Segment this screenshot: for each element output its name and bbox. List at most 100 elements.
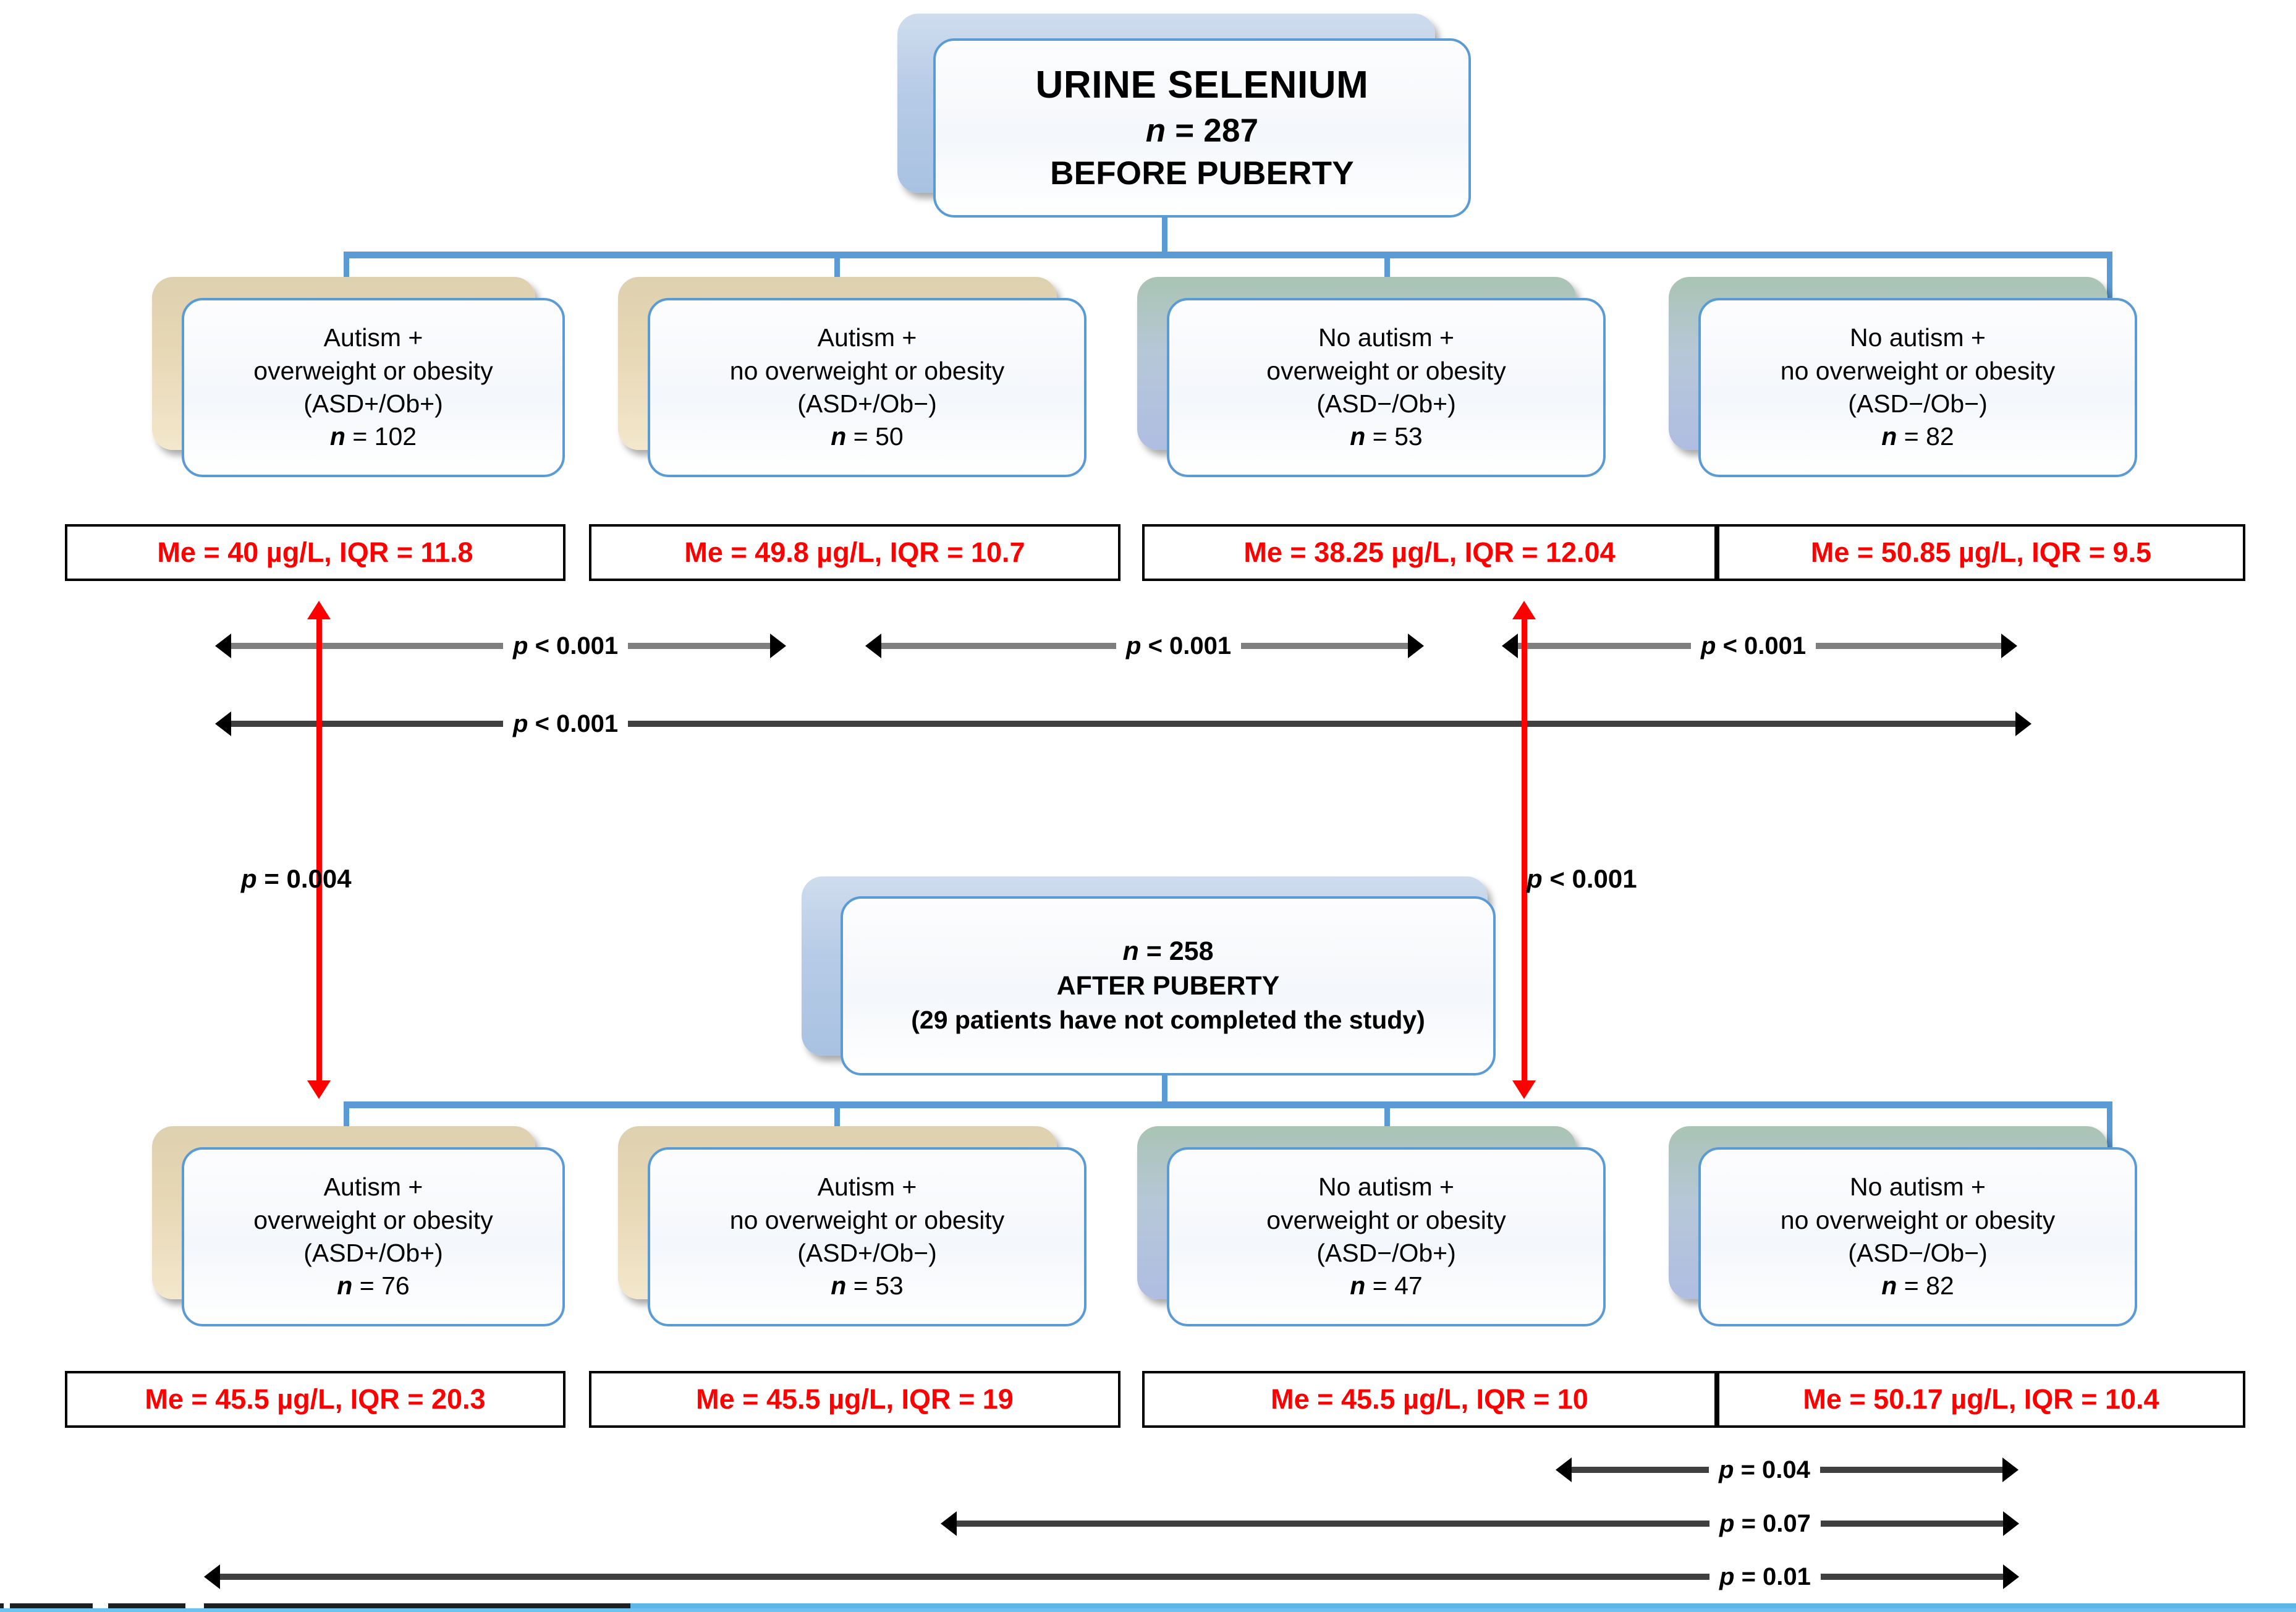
before-group-3-asd-minus-ob-plus: No autism + overweight or obesity (ASD−/…: [1167, 298, 1606, 477]
arrow-right-head-icon: [2002, 1564, 2019, 1589]
group-line-2: overweight or obesity: [1266, 1205, 1506, 1234]
before-arrow-1-2: p < 0.001: [215, 632, 859, 660]
group-line-1: No autism +: [1318, 1173, 1454, 1202]
after-stat-box-2: Me = 45.5 µg/L, IQR = 19: [589, 1371, 1120, 1428]
group-n: n = 82: [1881, 1271, 1954, 1300]
group-line-2: no overweight or obesity: [729, 1205, 1005, 1234]
vertical-arrow-left-p-label: p = 0.004: [241, 864, 352, 893]
vertical-arrow-right-line: [1522, 618, 1527, 1082]
group-line-1: No autism +: [1318, 323, 1454, 352]
group-code: (ASD+/Ob+): [303, 1239, 443, 1267]
p-label: p = 0.07: [1719, 1509, 1811, 1537]
arrow-right-head-icon: [770, 634, 787, 658]
connector-top-drop-2: [834, 252, 840, 301]
top-node-n: n = 287: [1145, 112, 1259, 150]
arrow-left-head-icon: [215, 711, 231, 736]
before-group-4-asd-minus-ob-minus: No autism + no overweight or obesity (AS…: [1698, 298, 2137, 477]
group-code: (ASD+/Ob−): [797, 389, 937, 418]
after-group-2-asd-plus-ob-minus: Autism + no overweight or obesity (ASD+/…: [648, 1147, 1087, 1326]
arrow-right-head-icon: [2015, 711, 2032, 736]
connector-top-bus: [344, 252, 2112, 258]
page-bottom-strip-highlight: [0, 1608, 2296, 1612]
group-line-1: Autism +: [323, 1173, 423, 1202]
arrow-left-head-icon: [215, 634, 231, 658]
vertical-arrow-right-down-head-icon: [1512, 1080, 1536, 1099]
group-line-2: no overweight or obesity: [729, 356, 1005, 385]
before-stat-box-3: Me = 38.25 µg/L, IQR = 12.04: [1142, 524, 1717, 581]
after-node-after-puberty: n = 258 AFTER PUBERTY (29 patients have …: [841, 896, 1496, 1075]
after-group-1-asd-plus-ob-plus: Autism + overweight or obesity (ASD+/Ob+…: [182, 1147, 565, 1326]
p-label: p < 0.001: [513, 632, 619, 660]
arrow-right-head-icon: [2002, 1457, 2019, 1482]
connector-top-stem: [1162, 218, 1167, 255]
arrow-right-head-icon: [2002, 1511, 2019, 1536]
group-n: n = 50: [831, 422, 904, 451]
group-line-2: no overweight or obesity: [1780, 1205, 2056, 1234]
group-code: (ASD−/Ob−): [1848, 1239, 1988, 1267]
after-group-3-asd-minus-ob-plus: No autism + overweight or obesity (ASD−/…: [1167, 1147, 1606, 1326]
before-arrow-3-4: p < 0.001: [1502, 632, 2094, 660]
p-label: p = 0.04: [1719, 1456, 1810, 1483]
connector-top-drop-1: [344, 252, 349, 301]
top-node-urine-selenium: URINE SELENIUM n = 287 BEFORE PUBERTY: [933, 38, 1471, 218]
group-line-1: Autism +: [323, 323, 423, 352]
after-node-note: (29 patients have not completed the stud…: [911, 1006, 1425, 1035]
p-label: p < 0.001: [513, 710, 619, 737]
arrow-left-head-icon: [1502, 634, 1518, 658]
after-stat-box-4: Me = 50.17 µg/L, IQR = 10.4: [1717, 1371, 2245, 1428]
before-arrow-1-4: p < 0.001: [215, 710, 2094, 738]
arrow-left-head-icon: [865, 634, 881, 658]
before-group-1-asd-plus-ob-plus: Autism + overweight or obesity (ASD+/Ob+…: [182, 298, 565, 477]
p-label: p < 0.001: [1701, 632, 1807, 660]
group-code: (ASD−/Ob−): [1848, 389, 1988, 418]
before-stat-box-2: Me = 49.8 µg/L, IQR = 10.7: [589, 524, 1120, 581]
group-n: n = 76: [337, 1271, 410, 1300]
arrow-left-head-icon: [1556, 1457, 1572, 1482]
group-n: n = 82: [1881, 422, 1954, 451]
vertical-arrow-left-up-head-icon: [307, 601, 331, 619]
group-line-2: overweight or obesity: [253, 1205, 493, 1234]
vertical-arrow-left-down-head-icon: [307, 1080, 331, 1099]
group-code: (ASD−/Ob+): [1316, 1239, 1456, 1267]
group-code: (ASD−/Ob+): [1316, 389, 1456, 418]
before-stat-box-1: Me = 40 µg/L, IQR = 11.8: [65, 524, 566, 581]
p-label: p < 0.001: [1126, 632, 1232, 660]
group-code: (ASD+/Ob+): [303, 389, 443, 418]
group-line-2: overweight or obesity: [253, 356, 493, 385]
top-node-title: URINE SELENIUM: [1035, 63, 1369, 106]
group-n: n = 102: [329, 422, 417, 451]
p-label: p = 0.01: [1719, 1563, 1811, 1590]
vertical-arrow-right-p-label: p < 0.001: [1527, 864, 1637, 893]
arrow-left-head-icon: [941, 1511, 957, 1536]
group-line-1: Autism +: [817, 1173, 917, 1202]
group-line-1: No autism +: [1850, 1173, 1986, 1202]
after-stat-box-3: Me = 45.5 µg/L, IQR = 10: [1142, 1371, 1717, 1428]
arrow-left-head-icon: [204, 1564, 220, 1589]
connector-bottom-stem: [1162, 1075, 1167, 1104]
group-line-2: no overweight or obesity: [1780, 356, 2056, 385]
after-stat-box-1: Me = 45.5 µg/L, IQR = 20.3: [65, 1371, 566, 1428]
connector-bottom-bus: [344, 1101, 2112, 1108]
vertical-arrow-right-up-head-icon: [1512, 601, 1536, 619]
arrow-right-head-icon: [2001, 634, 2018, 658]
before-group-2-asd-plus-ob-minus: Autism + no overweight or obesity (ASD+/…: [648, 298, 1087, 477]
before-arrow-2-3: p < 0.001: [865, 632, 1496, 660]
group-code: (ASD+/Ob−): [797, 1239, 937, 1267]
group-line-1: Autism +: [817, 323, 917, 352]
after-node-phase: AFTER PUBERTY: [1056, 971, 1280, 1001]
group-line-1: No autism +: [1850, 323, 1986, 352]
connector-bottom-drop-4: [2107, 1101, 2112, 1151]
connector-top-drop-3: [1384, 252, 1390, 301]
group-n: n = 53: [1350, 422, 1423, 451]
vertical-arrow-left-line: [316, 618, 322, 1082]
group-line-2: overweight or obesity: [1266, 356, 1506, 385]
after-node-n: n = 258: [1122, 936, 1214, 967]
after-group-4-asd-minus-ob-minus: No autism + no overweight or obesity (AS…: [1698, 1147, 2137, 1326]
group-n: n = 53: [831, 1271, 904, 1300]
after-arrow-3-4: p = 0.04: [1556, 1456, 2095, 1484]
arrow-right-head-icon: [1408, 634, 1425, 658]
connector-top-drop-4: [2107, 252, 2112, 301]
after-arrow-2-4: p = 0.07: [941, 1509, 2095, 1538]
before-stat-box-4: Me = 50.85 µg/L, IQR = 9.5: [1717, 524, 2245, 581]
